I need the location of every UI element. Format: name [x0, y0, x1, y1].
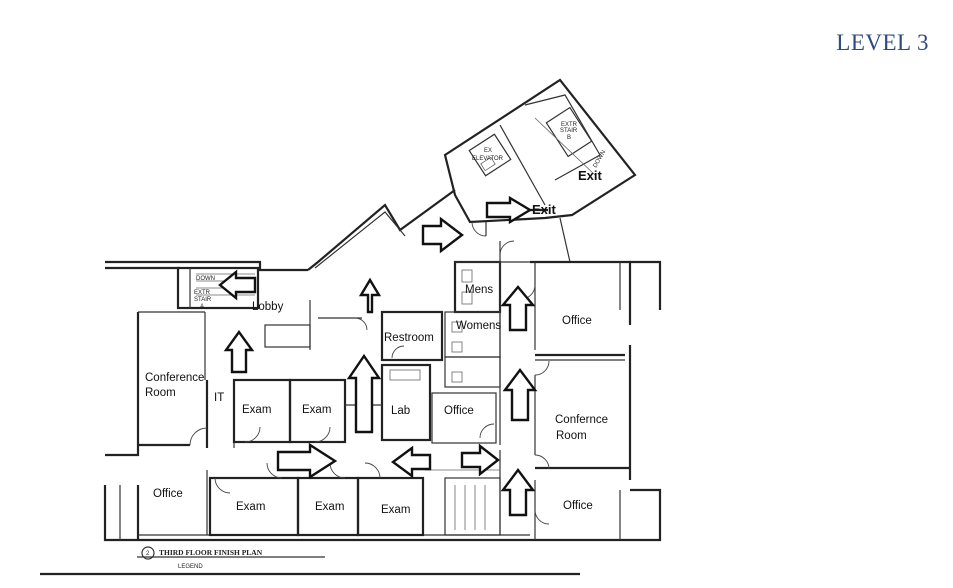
stair-a-label-1: EXTR	[194, 290, 211, 296]
room-label-confernce-2: Room	[556, 430, 587, 442]
arrow-up-icon	[500, 285, 536, 332]
stair-b-down: DOWN	[593, 150, 608, 169]
room-label-office-se: Office	[563, 500, 593, 512]
room-label-conference-2: Room	[145, 387, 176, 399]
room-label-exam-4: Exam	[315, 501, 344, 513]
arrow-up-icon	[500, 468, 536, 517]
room-label-mens: Mens	[465, 284, 493, 296]
elevator-label-2: ELEVATOR	[472, 156, 504, 162]
caption-number: 2	[146, 551, 150, 557]
elevator-label-1: EX	[484, 148, 492, 154]
legend-label: LEGEND	[178, 564, 203, 570]
room-label-office-lab: Office	[444, 405, 474, 417]
arrow-right-icon	[421, 216, 464, 254]
stair-b-label-3: B	[567, 135, 571, 141]
room-label-restroom: Restroom	[384, 332, 434, 344]
room-label-exam-3: Exam	[236, 501, 265, 513]
arrow-right-icon	[485, 195, 533, 225]
room-label-exam-2: Exam	[302, 404, 331, 416]
exit-label-upper: Exit	[578, 168, 603, 183]
room-label-exam-5: Exam	[381, 504, 410, 516]
stair-b-label-1: EXTR	[561, 122, 578, 128]
plan-caption: THIRD FLOOR FINISH PLAN	[159, 548, 263, 557]
exit-label-lower: Exit	[532, 202, 557, 217]
room-label-office-ne: Office	[562, 315, 592, 327]
page-title: LEVEL 3	[836, 30, 929, 55]
stair-a-label-2: STAIR	[194, 297, 212, 303]
room-label-womens: Womens	[456, 320, 501, 332]
room-labels: Lobby Restroom Mens Womens Office Confer…	[145, 284, 608, 516]
room-label-lobby: Lobby	[252, 301, 284, 313]
stair-a-down: DOWN	[196, 276, 215, 282]
arrow-right-icon	[460, 443, 500, 477]
building-walls	[40, 78, 662, 576]
arrow-up-icon	[223, 329, 255, 374]
room-label-conference-1: Conference	[145, 372, 204, 384]
arrow-left-icon	[218, 269, 257, 301]
room-label-confernce-1: Confernce	[555, 414, 608, 426]
evacuation-arrows	[218, 195, 538, 517]
room-label-lab: Lab	[391, 405, 410, 417]
stair-a-label-3: A	[200, 304, 204, 310]
exit-labels: Exit Exit	[532, 168, 603, 217]
arrow-up-icon	[502, 368, 538, 422]
stair-b-label-2: STAIR	[560, 128, 578, 134]
room-label-exam-1: Exam	[242, 404, 271, 416]
arrow-up-icon	[358, 277, 382, 314]
room-label-it: IT	[214, 392, 224, 404]
title-block: 2 THIRD FLOOR FINISH PLAN LEGEND	[146, 548, 263, 570]
arrow-up-icon	[346, 353, 382, 434]
arrow-right-icon	[276, 442, 338, 480]
arrow-left-icon	[390, 445, 432, 479]
room-label-office-sw: Office	[153, 488, 183, 500]
